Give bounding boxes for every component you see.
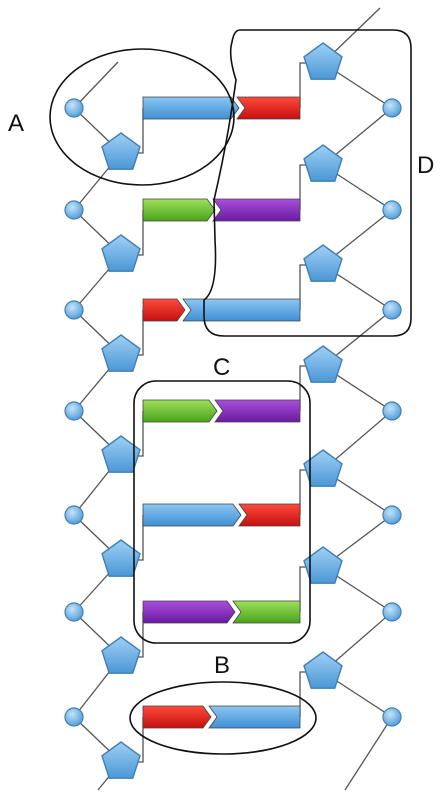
sugar-pentagon bbox=[101, 334, 141, 372]
phosphate-circle bbox=[382, 98, 402, 118]
base-left-purple bbox=[142, 600, 236, 624]
base-right-purple bbox=[214, 399, 301, 423]
label-d: D bbox=[417, 152, 434, 179]
sugars bbox=[101, 42, 343, 779]
base-left-green bbox=[142, 399, 218, 423]
base-left-green bbox=[142, 198, 216, 222]
base-right-green bbox=[232, 600, 301, 624]
base-right-purple bbox=[212, 198, 301, 222]
sugar-pentagon bbox=[101, 741, 141, 779]
phosphate-circle bbox=[64, 602, 84, 622]
sugar-pentagon bbox=[303, 651, 343, 689]
base-right-blue bbox=[208, 705, 301, 729]
base-left-blue bbox=[142, 503, 242, 527]
sugar-pentagon bbox=[303, 345, 343, 383]
phosphate-circle bbox=[382, 707, 402, 727]
phosphate-circle bbox=[64, 98, 84, 118]
base-left-red bbox=[142, 705, 212, 729]
phosphate-circle bbox=[64, 505, 84, 525]
enclosure-d-backbone bbox=[203, 29, 412, 337]
label-a: A bbox=[8, 110, 24, 137]
label-b: B bbox=[214, 652, 230, 679]
enclosure-c-base-pairs bbox=[133, 380, 311, 644]
enclosure-b-base-pair bbox=[129, 681, 317, 755]
phosphate-circle bbox=[382, 200, 402, 220]
sugar-pentagon bbox=[303, 42, 343, 80]
sugar-pentagon bbox=[101, 435, 141, 473]
label-c: C bbox=[213, 354, 230, 381]
sugar-pentagon bbox=[303, 144, 343, 182]
phosphate-circle bbox=[64, 200, 84, 220]
phosphate-circle bbox=[64, 300, 84, 320]
phosphate-circle bbox=[382, 300, 402, 320]
sugar-pentagon bbox=[303, 546, 343, 584]
sugar-pentagon bbox=[101, 132, 141, 170]
sugar-pentagon bbox=[303, 244, 343, 282]
backbone-segment bbox=[73, 61, 119, 109]
base-right-red bbox=[238, 503, 301, 527]
phosphate-circle bbox=[382, 401, 402, 421]
base-right-blue bbox=[182, 298, 301, 322]
sugar-pentagon bbox=[101, 539, 141, 577]
phosphate-circle bbox=[382, 505, 402, 525]
sugar-pentagon bbox=[101, 234, 141, 272]
phosphate-circle bbox=[382, 602, 402, 622]
base-left-red bbox=[142, 298, 186, 322]
base-left-blue bbox=[142, 96, 240, 120]
sugar-pentagon bbox=[303, 449, 343, 487]
base-pairs bbox=[142, 96, 301, 729]
enclosure-a-nucleotide bbox=[49, 48, 235, 186]
phosphate-circle bbox=[64, 401, 84, 421]
base-right-red bbox=[236, 96, 301, 120]
phosphate-circle bbox=[64, 707, 84, 727]
phosphates bbox=[64, 98, 402, 727]
backbone-segment bbox=[344, 716, 393, 791]
sugar-pentagon bbox=[101, 636, 141, 674]
